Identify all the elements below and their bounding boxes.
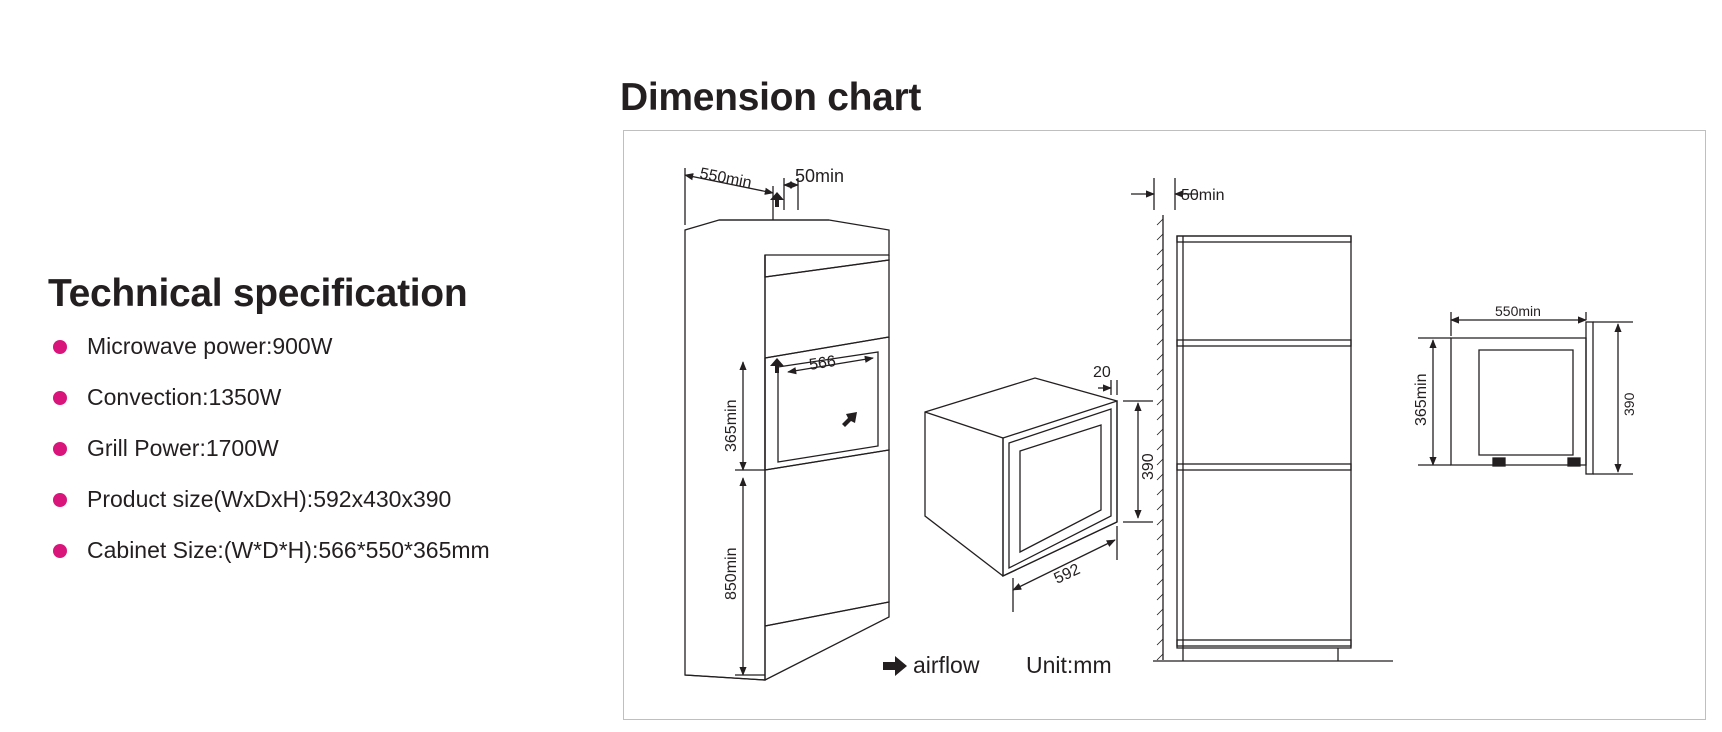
side-top-shelf	[1176, 235, 1352, 243]
profile-foot	[1567, 457, 1581, 467]
oven-height-label: 390	[1140, 453, 1157, 480]
niche-width-dimension	[787, 355, 874, 375]
spec-title: Technical specification	[48, 272, 468, 315]
airflow-label: airflow	[913, 652, 980, 678]
profile-depth-label: 550min	[1495, 303, 1541, 319]
spec-item-label: Product size(WxDxH):592x430x390	[87, 486, 452, 512]
top-gap-label: 50min	[795, 166, 844, 186]
dimension-chart-frame	[623, 130, 1706, 720]
technical-specification: Technical specification Microwave power:…	[48, 272, 608, 581]
wall-hatch	[1156, 218, 1164, 661]
profile-oven-body	[1450, 337, 1587, 466]
oven-gap-label: 20	[1093, 364, 1111, 381]
oven-width-label: 592	[1052, 561, 1083, 588]
oven-top-edge	[924, 411, 1004, 439]
side-lower-shelf	[1176, 463, 1352, 471]
oven-drawing: 20 390 592	[924, 364, 1157, 612]
side-view-drawing: 50min	[1131, 178, 1393, 662]
base-height-label: 850min	[723, 548, 740, 600]
cabinet-lower-door	[764, 449, 890, 627]
profile-drawing: 550min 365min 390	[1413, 303, 1637, 475]
dimension-chart-drawing: 550min 50min 365min 566 850min 20 390 59…	[684, 165, 1637, 681]
spec-item: Cabinet Size:(W*D*H):566*550*365mm	[48, 530, 608, 581]
airflow-arrow-icon	[842, 412, 857, 427]
niche-height-label: 365min	[723, 400, 740, 452]
bullet-dot-icon	[53, 442, 67, 456]
profile-height-label: 365min	[1413, 374, 1430, 426]
oven-window	[1019, 424, 1102, 554]
spec-item-label: Cabinet Size:(W*D*H):566*550*365mm	[87, 537, 490, 563]
cabinet-upper-door	[764, 259, 890, 359]
spec-item: Convection:1350W	[48, 377, 608, 428]
cabinet-top-panel	[764, 255, 890, 278]
cabinet-divider	[764, 336, 890, 359]
airflow-arrow-icon	[770, 192, 784, 207]
spec-list: Microwave power:900W Convection:1350W Gr…	[48, 326, 608, 581]
profile-oven-window	[1478, 349, 1574, 456]
side-bottom-shelf	[1176, 639, 1352, 647]
oven-body	[924, 377, 1118, 577]
profile-total-height-label: 390	[1621, 392, 1637, 416]
spec-item: Microwave power:900W	[48, 326, 608, 377]
spec-item: Grill Power:1700W	[48, 428, 608, 479]
spec-item-label: Grill Power:1700W	[87, 435, 279, 461]
chart-title: Dimension chart	[620, 76, 922, 119]
cabinet-outline	[684, 219, 890, 681]
profile-foot	[1492, 457, 1506, 467]
spec-item-label: Convection:1350W	[87, 384, 282, 410]
airflow-legend-icon	[883, 656, 907, 676]
spec-item: Product size(WxDxH):592x430x390	[48, 479, 608, 530]
oven-width-dimension	[1012, 539, 1116, 591]
bullet-dot-icon	[53, 493, 67, 507]
cabinet-plinth	[764, 601, 890, 681]
side-cabinet-outline	[1176, 235, 1352, 649]
bullet-dot-icon	[53, 340, 67, 354]
cabinet-depth-dimension	[684, 173, 774, 195]
oven-door-frame	[1008, 408, 1112, 570]
niche-width-label: 566	[808, 353, 837, 374]
cabinet-side-back	[684, 674, 766, 681]
legend: airflow Unit:mm	[883, 652, 1112, 678]
profile-door	[1585, 321, 1594, 475]
side-gap-label: 50min	[1181, 187, 1225, 204]
spec-item-label: Microwave power:900W	[87, 333, 333, 359]
cabinet-drawing: 550min 50min 365min 566 850min	[684, 165, 890, 681]
side-upper-shelf	[1176, 339, 1352, 347]
airflow-arrow-icon	[770, 358, 784, 373]
unit-label: Unit:mm	[1026, 652, 1112, 678]
bullet-dot-icon	[53, 544, 67, 558]
bullet-dot-icon	[53, 391, 67, 405]
cabinet-depth-label: 550min	[698, 165, 753, 192]
